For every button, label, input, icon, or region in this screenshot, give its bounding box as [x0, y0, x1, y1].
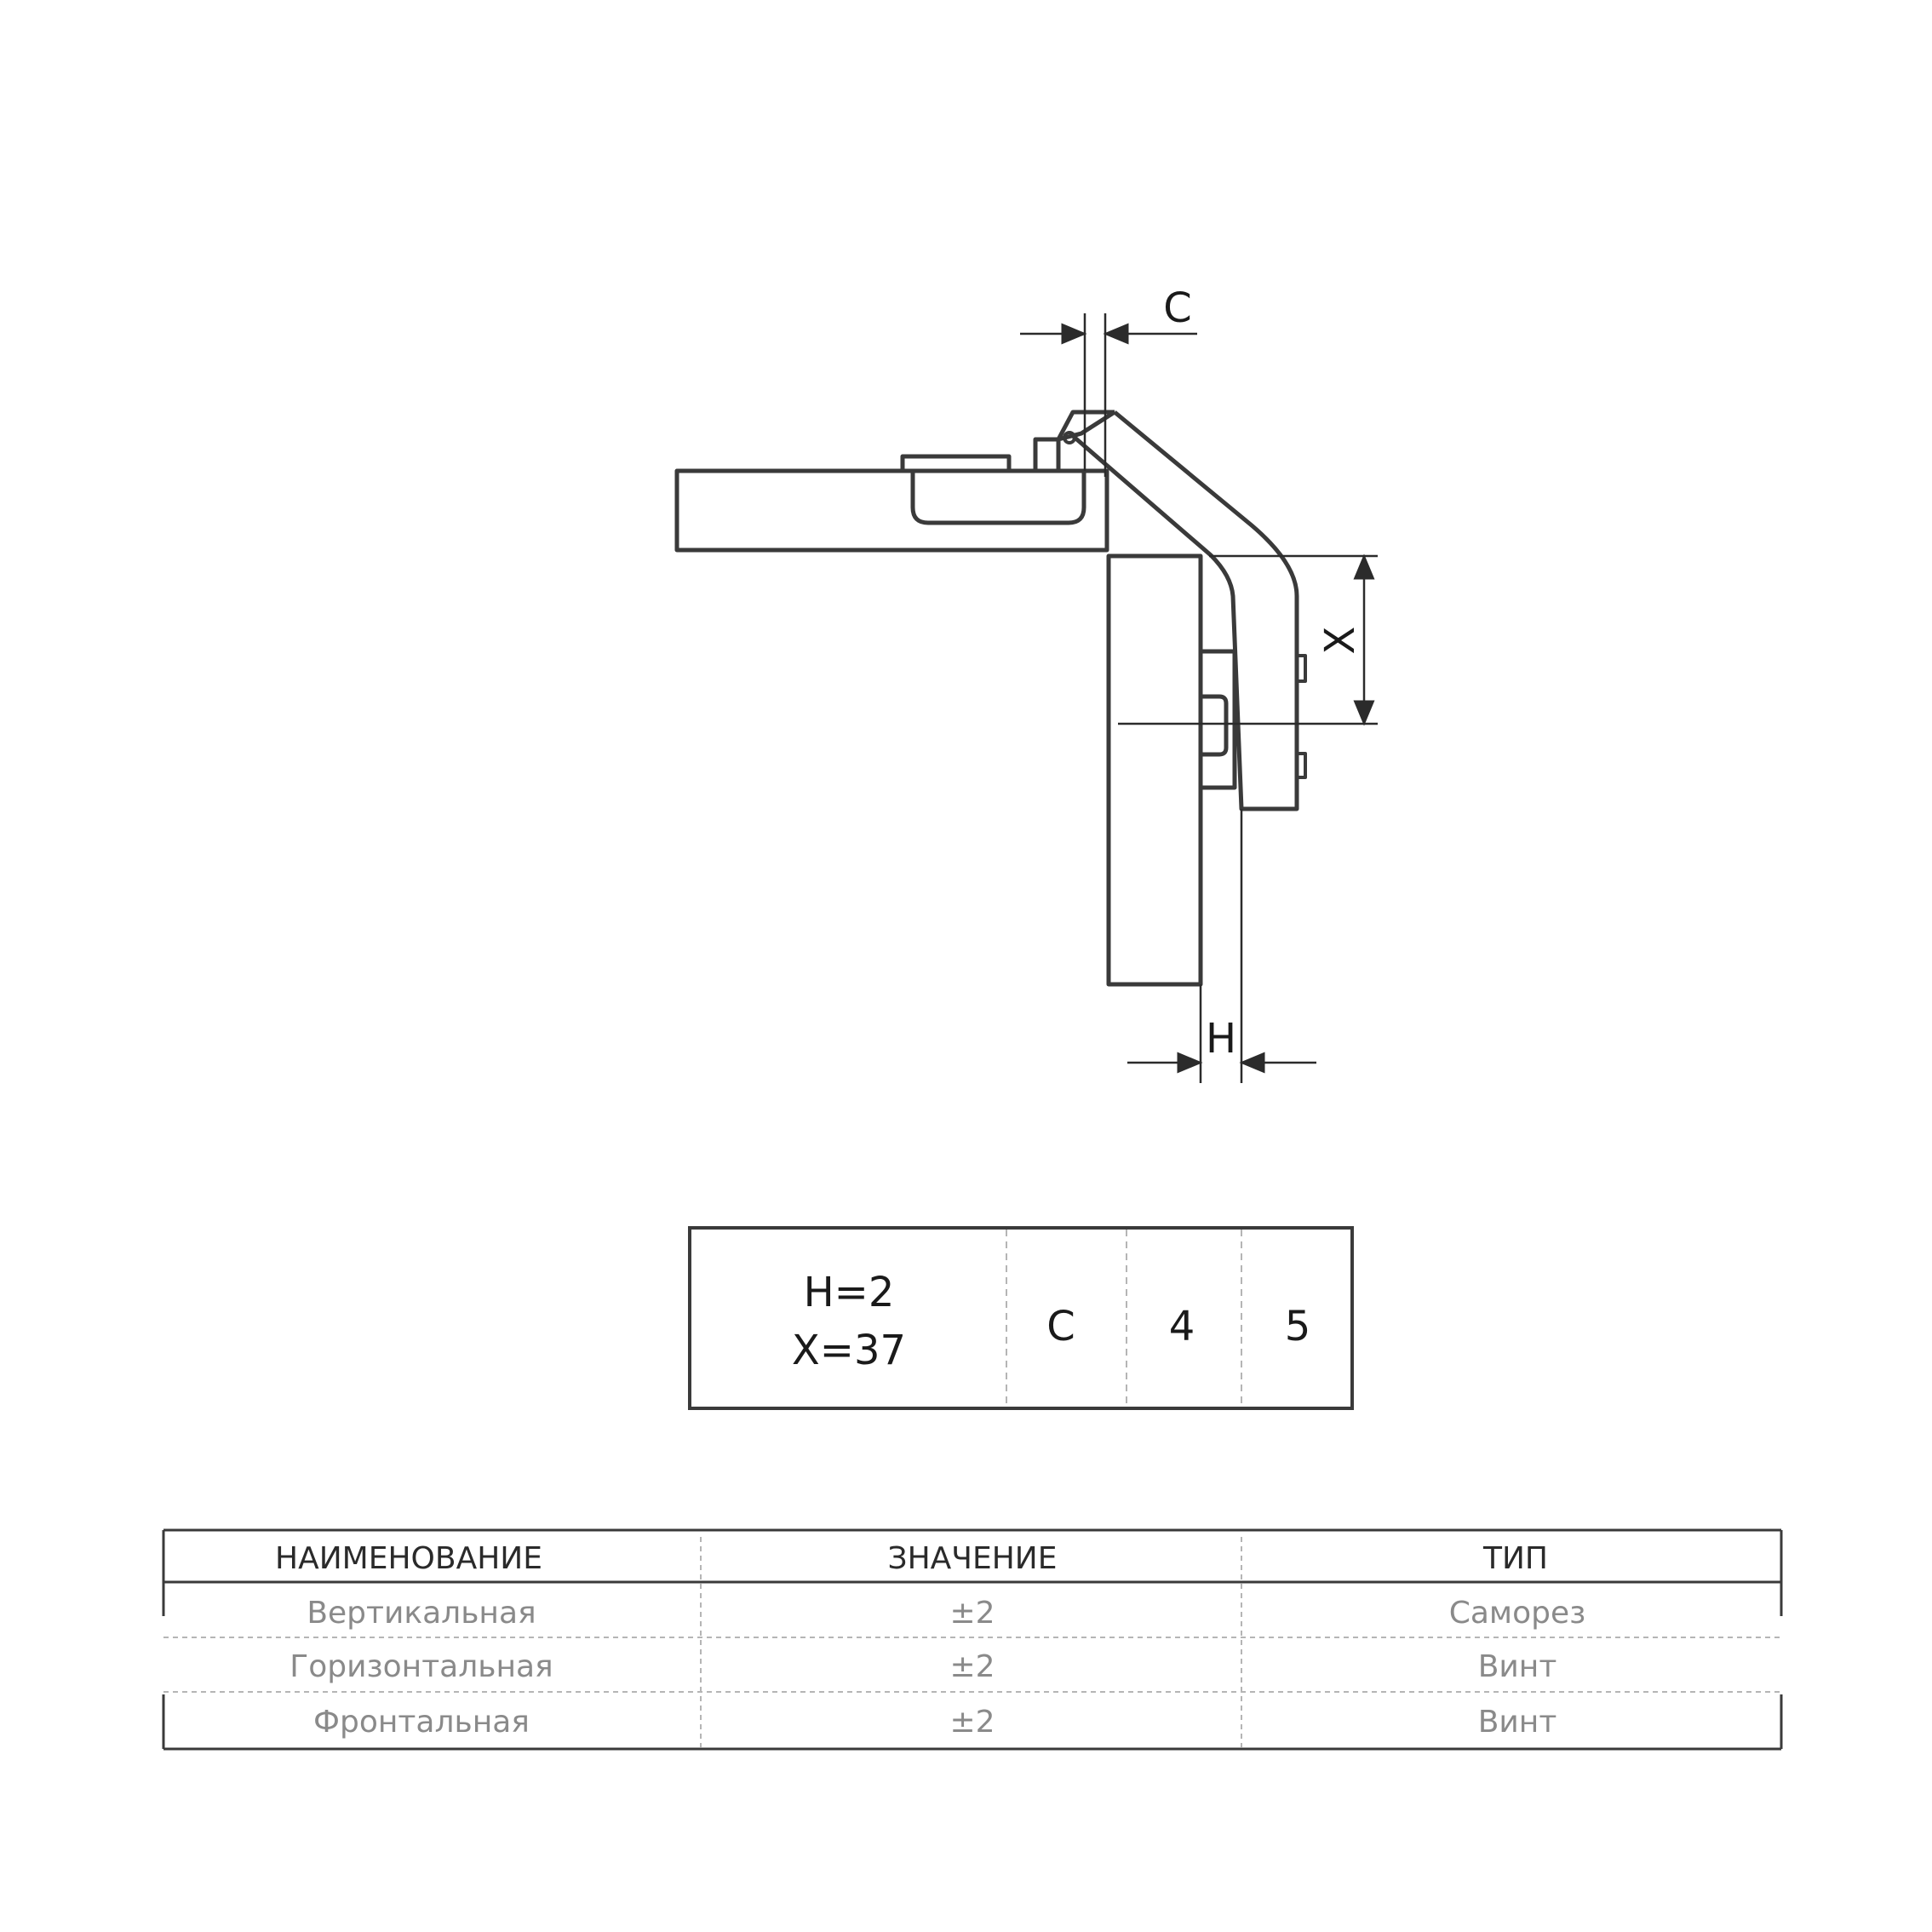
row-type: Винт [1478, 1705, 1557, 1740]
spec-table: НАИМЕНОВАНИЕ ЗНАЧЕНИЕ ТИП Вертикальная ±… [162, 1528, 1783, 1751]
door-panel [674, 468, 1109, 553]
dimension-c-label: C [1163, 284, 1192, 332]
adjust-screw-upper [1295, 654, 1307, 683]
dimension-x-label: X [1316, 627, 1364, 655]
hinge-pivot [1063, 431, 1076, 444]
param-cell-a: 4 [1169, 1303, 1195, 1350]
mounting-plate [1198, 649, 1237, 790]
row-name: Горизонтальная [290, 1649, 553, 1684]
param-h-value: H=2 [804, 1269, 895, 1316]
hinge-arm [1033, 410, 1299, 811]
param-x-value: X=37 [792, 1327, 906, 1374]
dimension-x [1118, 553, 1378, 726]
dimension-c [1020, 313, 1197, 477]
adjust-screw-lower [1295, 752, 1307, 779]
table-row: Вертикальная ±2 Саморез [307, 1596, 1585, 1631]
table-row: Горизонтальная ±2 Винт [290, 1649, 1556, 1684]
row-name: Фронтальная [313, 1705, 530, 1740]
param-box: H=2 X=37 C 4 5 [688, 1226, 1354, 1410]
header-type: ТИП [1482, 1541, 1548, 1576]
param-cell-type: C [1046, 1303, 1075, 1350]
hinge-diagram [674, 410, 1307, 987]
header-name: НАИМЕНОВАНИЕ [275, 1541, 542, 1576]
row-value: ±2 [949, 1649, 995, 1684]
header-value: ЗНАЧЕНИЕ [888, 1541, 1058, 1576]
row-name: Вертикальная [307, 1596, 536, 1631]
dimension-h-label: H [1206, 1015, 1236, 1063]
mounting-plate-slot [1201, 694, 1229, 757]
hinge-cup [900, 454, 1086, 525]
table-row: Фронтальная ±2 Винт [313, 1705, 1556, 1740]
cabinet-panel [1106, 553, 1203, 987]
dimension-h [1127, 809, 1316, 1083]
row-value: ±2 [949, 1705, 995, 1740]
row-value: ±2 [949, 1596, 995, 1631]
row-type: Саморез [1449, 1596, 1586, 1631]
row-type: Винт [1478, 1649, 1557, 1684]
param-cell-b: 5 [1285, 1303, 1311, 1350]
